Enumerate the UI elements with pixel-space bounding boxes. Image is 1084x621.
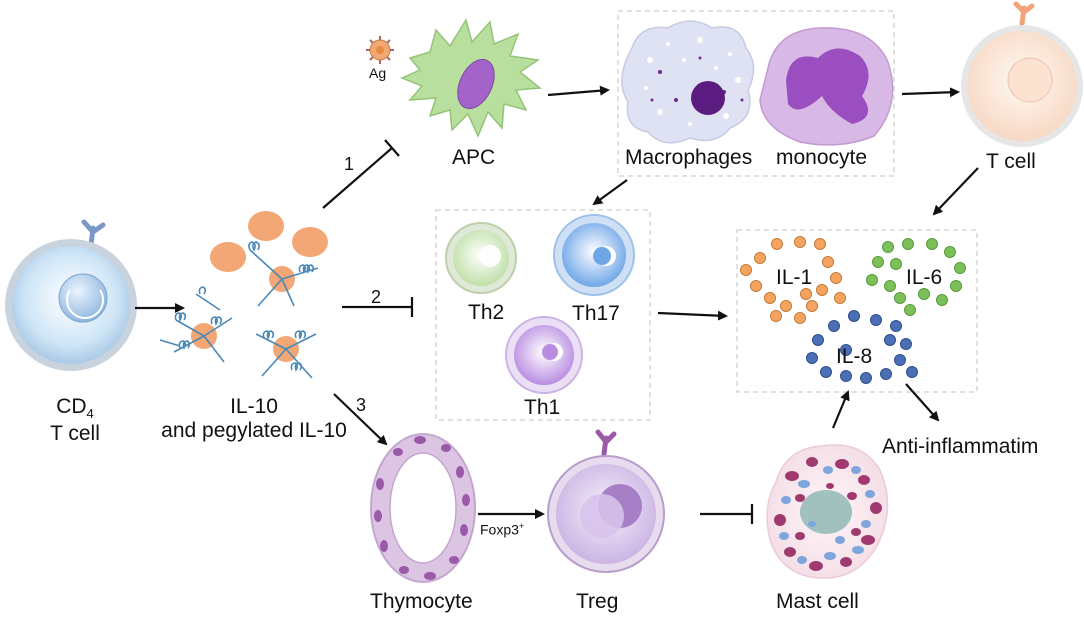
th2-cell-icon [445,222,517,294]
cytokine-group-box [736,229,978,393]
macrophages-label: Macrophages [625,146,753,169]
arrow-th-to-cytokines [657,310,728,321]
t-cell-top-icon [961,1,1083,147]
inhibit-bar-1 [384,139,400,157]
anti-inflammatim-label: Anti-inflammatim [882,435,1039,458]
monocyte-label: monocyte [776,146,868,169]
th-cell-group-box [435,209,651,421]
il6-cytokine-cluster [866,238,966,316]
il1-label: IL-1 [776,266,813,289]
thymocyte-icon [370,433,476,583]
path-2-label: 2 [371,287,382,307]
macrophage-group-box [617,10,895,177]
arrow-cytokines-to-anti-inflammatim [905,383,940,422]
cd4-label-sub: 4 [86,406,94,422]
il10-label-line1: IL-10 [230,395,278,418]
il10-label-line2: and pegylated IL-10 [161,419,347,443]
monocyte-icon [759,27,894,146]
arrow-tcell-to-cytokines [932,167,979,216]
th17-label: Th17 [572,302,620,325]
cd4-t-cell-icon [5,219,137,371]
il10-molecules-icon [159,211,328,379]
antigen-icon [366,36,394,64]
arrow-macrophages-to-th [592,179,628,206]
path-3-label: 3 [356,395,367,415]
treg-label: Treg [576,590,619,613]
macrophage-icon [621,20,755,144]
arrow-apc-to-macrophages [547,85,610,97]
cd4-label-base: CD [56,395,87,418]
ag-label: Ag [369,65,387,81]
il8-cytokine-cluster [806,310,918,384]
il1-cytokine-cluster [740,236,846,324]
t-cell-top-label: T cell [986,150,1036,173]
il6-label: IL-6 [906,266,943,289]
th1-label: Th1 [524,396,561,419]
arrow-monocyte-to-tcell [901,87,960,98]
inhibit-line-1-apc [322,147,393,209]
mast-cell-label: Mast cell [776,590,859,613]
th17-cell-icon [553,214,635,296]
treg-cell-icon [547,429,665,573]
th1-cell-icon [505,316,583,394]
foxp3-label-sup: + [518,521,525,531]
mast-cell-icon [766,444,889,579]
arrow-mast-to-cytokines [831,390,850,429]
foxp3-label: Foxp3+ [480,521,524,538]
cd4-label-line2: T cell [50,422,100,446]
il10-label: IL-10 and pegylated IL-10 [156,395,352,443]
foxp3-label-base: Foxp3 [480,521,519,538]
thymocyte-label: Thymocyte [370,590,473,613]
cd4-t-cell-label: CD4 T cell [30,395,120,446]
apc-cell-icon [400,18,542,138]
th2-label: Th2 [468,301,505,324]
arrow-3-to-thymocyte [333,393,388,446]
path-1-label: 1 [344,154,355,174]
il8-label: IL-8 [836,345,873,368]
apc-label: APC [452,146,496,169]
